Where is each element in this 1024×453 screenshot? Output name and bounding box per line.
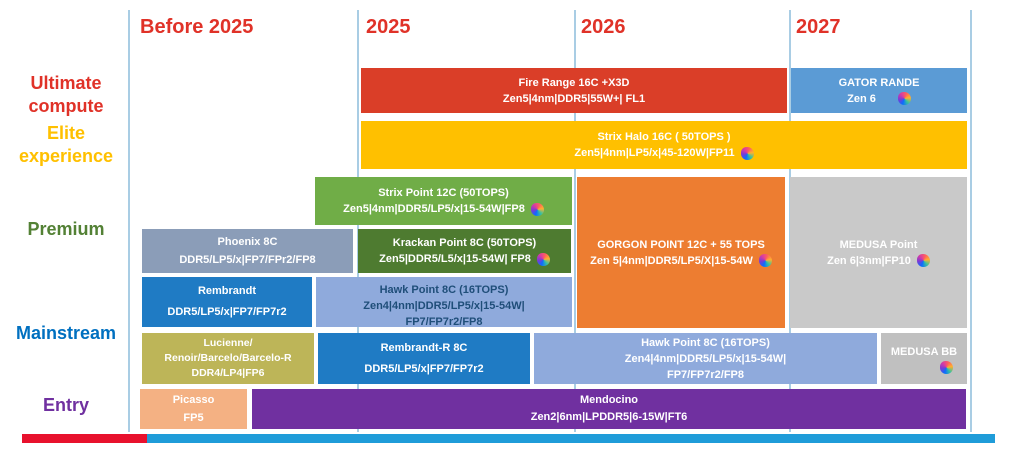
bar-gator-rande: GATOR RANDE Zen 6 [791, 68, 967, 113]
copilot-icon [758, 254, 772, 267]
copilot-icon [916, 254, 930, 267]
year-header-before-2025: Before 2025 [140, 16, 254, 38]
bar-strix-halo: Strix Halo 16C ( 50TOPS ) Zen5|4nm|LP5/x… [361, 121, 967, 169]
segment-label-elite-experience: Elite experience [18, 123, 114, 166]
timeline-axis-past-segment [22, 434, 147, 443]
bar-hawk-point-mainstream: Hawk Point 8C (16TOPS) Zen4|4nm|DDR5/LP5… [534, 333, 877, 384]
segment-label-mainstream: Mainstream [15, 323, 117, 343]
bar-phoenix: Phoenix 8C DDR5/LP5/x|FP7/FPr2/FP8 [142, 229, 353, 273]
year-header-2025: 2025 [366, 16, 411, 38]
segment-label-entry: Entry [42, 395, 89, 415]
segment-label-ultimate-compute: Ultimate compute [28, 73, 104, 116]
copilot-icon [530, 202, 544, 216]
bar-krackan-point: Krackan Point 8C (50TOPS) Zen5|DDR5/L5/x… [358, 229, 571, 273]
copilot-icon [536, 252, 550, 266]
bar-hawk-point-premium: Hawk Point 8C (16TOPS) Zen4|4nm|DDR5/LP5… [316, 277, 572, 327]
bar-rembrandt: Rembrandt DDR5/LP5/x|FP7/FP7r2 [142, 277, 312, 327]
bar-strix-point: Strix Point 12C (50TOPS) Zen5|4nm|DDR5/L… [315, 177, 572, 225]
bar-lucienne-renoir-barcelo: Lucienne/ Renoir/Barcelo/Barcelo-R DDR4/… [142, 333, 314, 384]
bar-rembrandt-r: Rembrandt-R 8C DDR5/LP5/x|FP7/FP7r2 [318, 333, 530, 384]
bar-mendocino: Mendocino Zen2|6nm|LPDDR5|6-15W|FT6 [252, 389, 966, 429]
gridline-end [970, 10, 972, 432]
bar-gorgon-point: GORGON POINT 12C + 55 TOPS Zen 5|4nm|DDR… [577, 177, 785, 328]
timeline-axis-future-segment [147, 434, 995, 443]
gridline-before-2025 [128, 10, 130, 432]
copilot-icon [897, 92, 911, 105]
gridline-2026 [574, 10, 576, 432]
year-header-2026: 2026 [581, 16, 626, 38]
year-header-2027: 2027 [796, 16, 841, 38]
bar-medusa-point: MEDUSA Point Zen 6|3nm|FP10 [790, 177, 967, 328]
bar-medusa-bb: MEDUSA BB [881, 333, 967, 384]
bar-fire-range: Fire Range 16C +X3D Zen5|4nm|DDR5|55W+| … [361, 68, 787, 113]
segment-label-premium: Premium [27, 219, 105, 239]
copilot-icon [939, 360, 953, 374]
bar-picasso: Picasso FP5 [140, 389, 247, 429]
copilot-icon [740, 146, 754, 160]
